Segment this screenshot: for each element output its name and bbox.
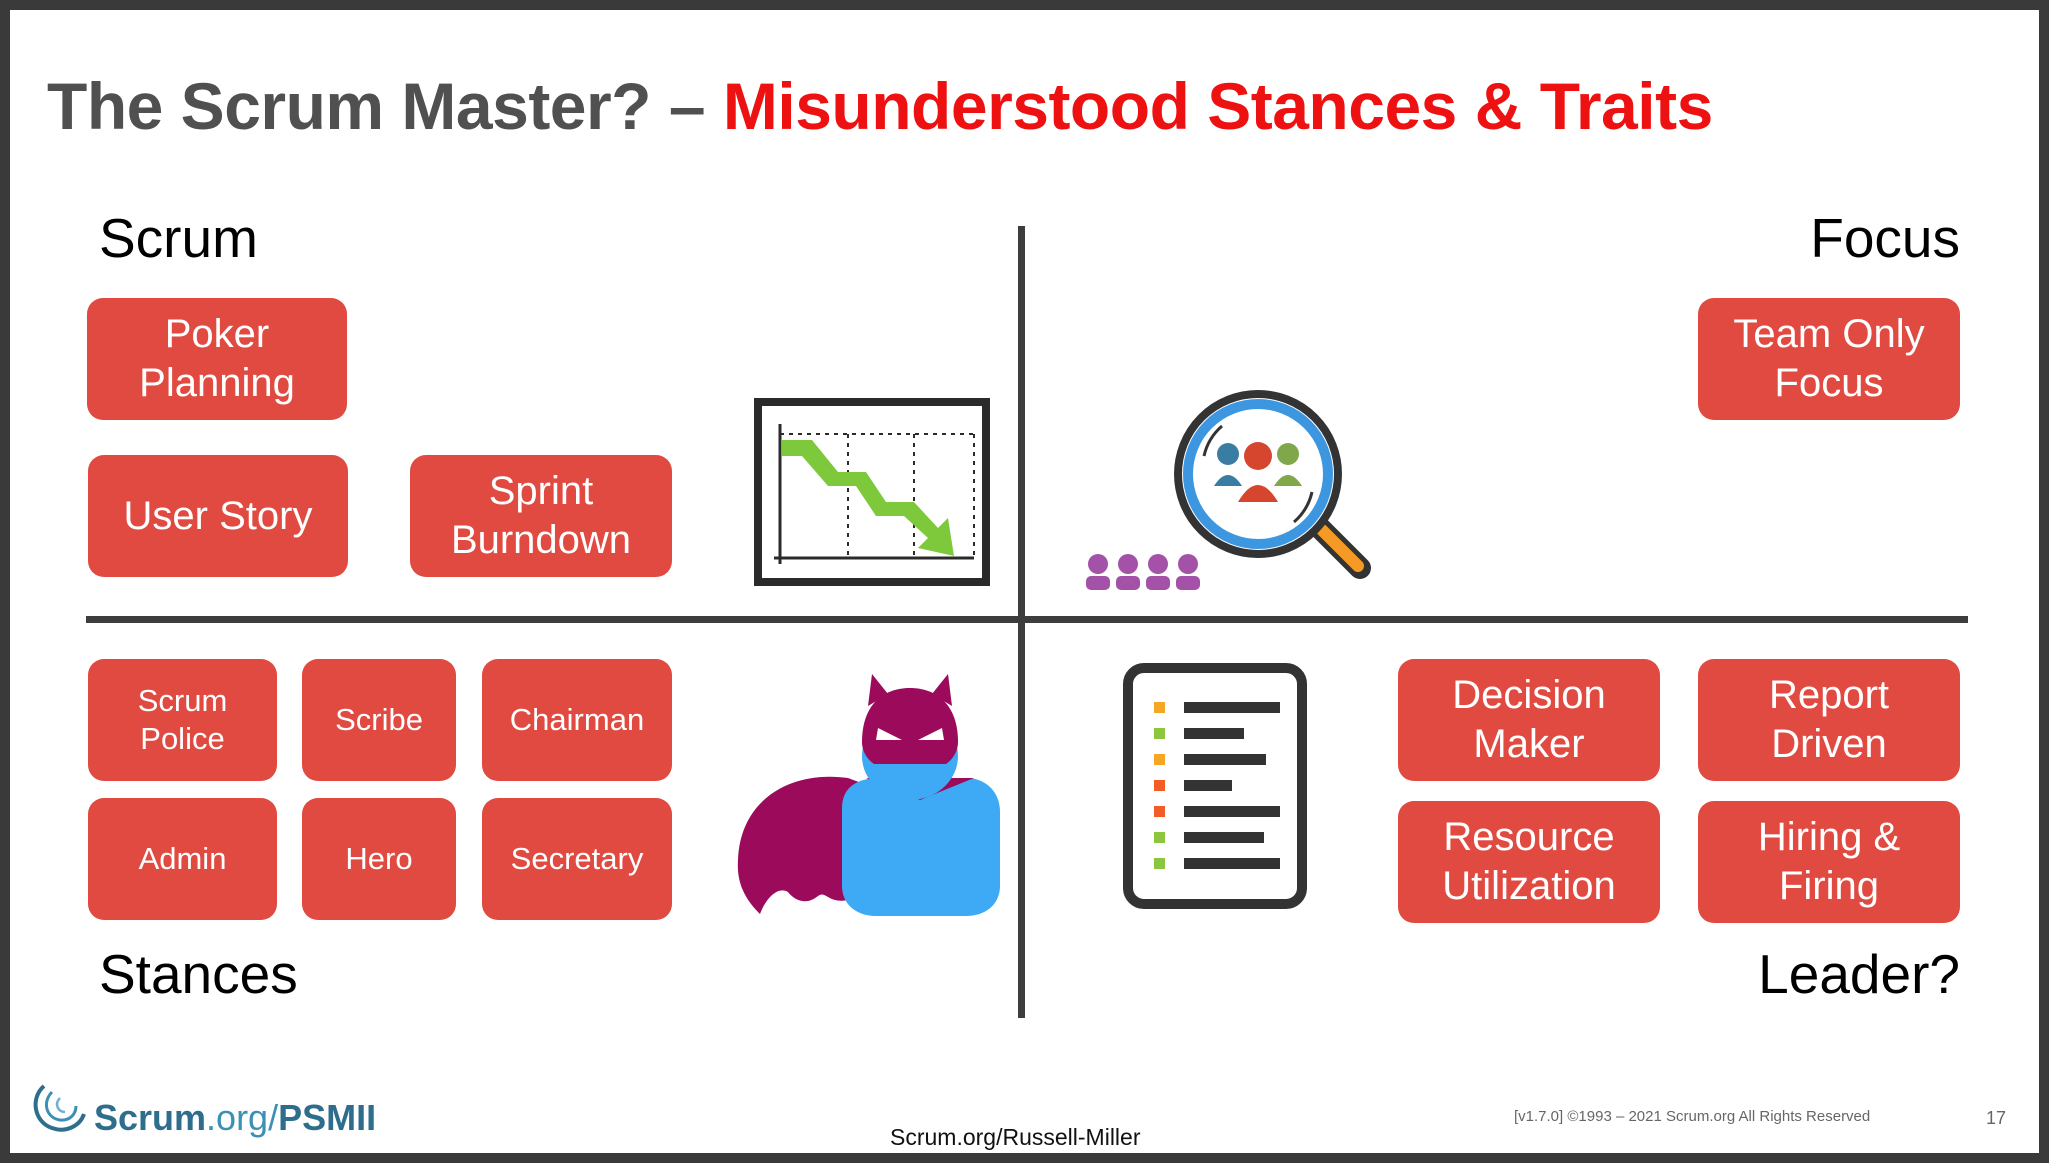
trait-label: Poker Planning (139, 312, 295, 405)
stance-label: Scribe (335, 702, 423, 738)
trait-user-story: User Story (88, 455, 348, 577)
trait-hiring-firing: Hiring & Firing (1698, 801, 1960, 923)
stance-scribe: Scribe (302, 659, 456, 781)
footer-logo-text: Scrum.org/PSMII (94, 1097, 376, 1139)
trait-label: Team Only Focus (1733, 312, 1925, 405)
stance-chairman: Chairman (482, 659, 672, 781)
page-number: 17 (1986, 1108, 2007, 1128)
trait-decision-maker: Decision Maker (1398, 659, 1660, 781)
trait-report-driven: Report Driven (1698, 659, 1960, 781)
burndown-chart-icon (754, 398, 990, 586)
logo-mid: .org/ (206, 1097, 279, 1138)
quadrant-label-stances: Stances (99, 943, 298, 1005)
slide-title: The Scrum Master? – Misunderstood Stance… (47, 68, 1713, 144)
stance-admin: Admin (88, 798, 277, 920)
stance-scrum-police: Scrum Police (88, 659, 277, 781)
trait-label: Decision Maker (1452, 673, 1606, 766)
footer-credit: Scrum.org/Russell-Miller (890, 1124, 1141, 1150)
trait-resource-utilization: Resource Utilization (1398, 801, 1660, 923)
stance-secretary: Secretary (482, 798, 672, 920)
title-part1: The Scrum Master? – (47, 69, 723, 143)
stance-hero: Hero (302, 798, 456, 920)
stance-label: Scrum Police (137, 683, 228, 756)
scrum-org-logo-icon (33, 1084, 86, 1132)
footer-copyright: [v1.7.0] ©1993 – 2021 Scrum.org All Righ… (1514, 1108, 1871, 1125)
quadrant-label-leader: Leader? (1758, 943, 1960, 1005)
stance-label: Admin (138, 841, 227, 877)
team-magnifier-icon (1086, 390, 1371, 590)
slide: The Scrum Master? – Misunderstood Stance… (10, 10, 2039, 1153)
quadrant-label-focus: Focus (1810, 207, 1960, 269)
checklist-document-icon (1123, 663, 1307, 909)
title-part2: Misunderstood Stances & Traits (722, 69, 1713, 143)
trait-label: Sprint Burndown (450, 469, 632, 562)
stance-label: Hero (345, 841, 413, 877)
trait-label: Resource Utilization (1442, 815, 1616, 908)
logo-main: Scrum (94, 1097, 207, 1138)
trait-sprint-burndown: Sprint Burndown (410, 455, 672, 577)
trait-label: Hiring & Firing (1757, 815, 1901, 908)
logo-suffix: PSMII (278, 1097, 377, 1138)
trait-label: User Story (123, 493, 313, 538)
villain-hero-icon (737, 674, 1000, 916)
stance-label: Chairman (509, 702, 645, 738)
quadrant-label-scrum: Scrum (99, 207, 258, 269)
trait-poker-planning: Poker Planning (87, 298, 347, 420)
horizontal-divider (86, 616, 1968, 623)
stance-label: Secretary (510, 841, 644, 877)
trait-team-only-focus: Team Only Focus (1698, 298, 1960, 420)
trait-label: Report Driven (1768, 673, 1890, 766)
